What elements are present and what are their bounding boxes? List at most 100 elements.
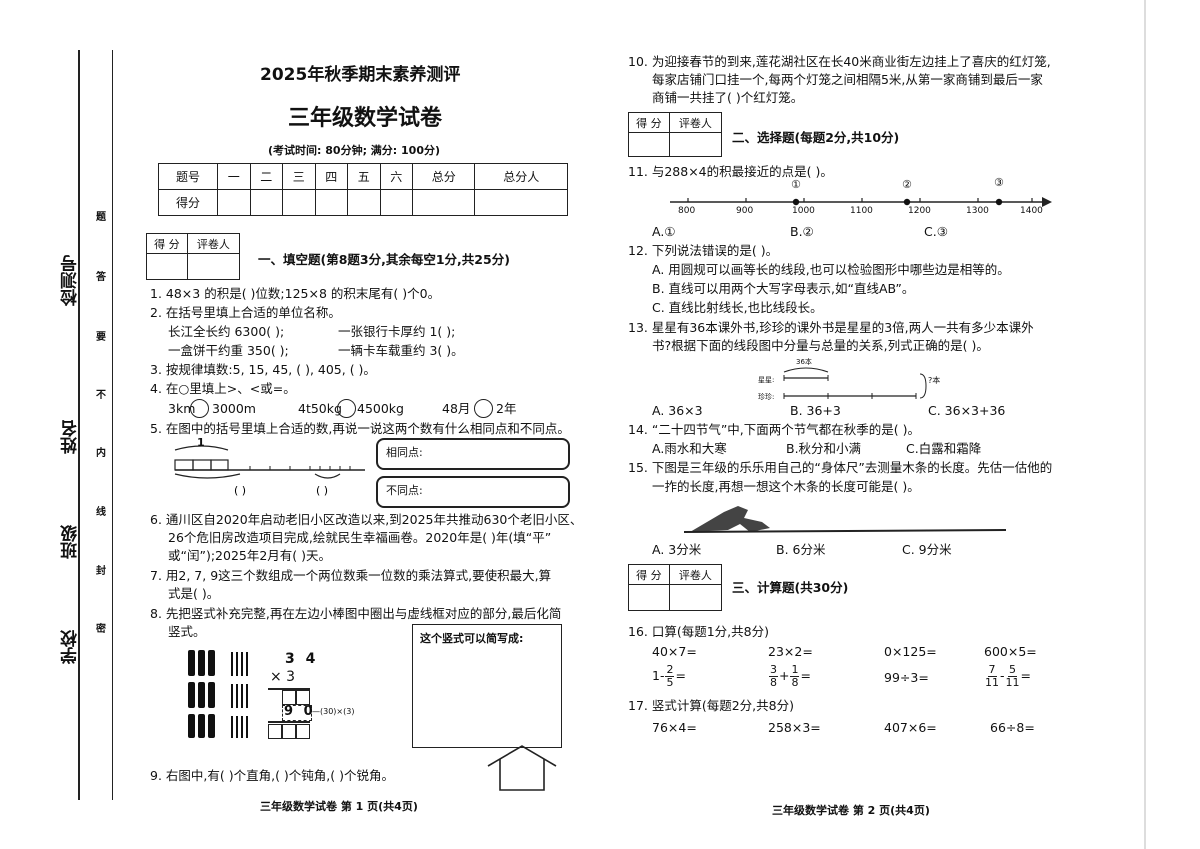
q13-option-b[interactable]: B. 36+3 xyxy=(790,403,841,418)
right-edge-shadow xyxy=(1144,0,1146,849)
q8-multiplier: × 3 xyxy=(270,669,296,685)
q11-option-b[interactable]: B.② xyxy=(790,224,814,239)
score-cell[interactable] xyxy=(314,189,348,216)
q8-answer-box[interactable] xyxy=(296,724,310,739)
page2-footer: 三年级数学试卷 第 2 页(共4页) xyxy=(772,804,930,817)
grader-score-cell[interactable] xyxy=(628,584,670,611)
oral-calc[interactable]: 23×2= xyxy=(768,644,813,659)
q11-option-a[interactable]: A.① xyxy=(652,224,676,239)
q15-option-c[interactable]: C. 9分米 xyxy=(902,542,952,557)
question-2c: 一盒饼干约重 350( ); xyxy=(168,343,289,358)
compare-circle[interactable] xyxy=(337,399,356,418)
seal-char: 答 xyxy=(96,272,106,283)
compare-c-right: 2年 xyxy=(496,401,517,416)
score-cell[interactable] xyxy=(379,189,413,216)
question-2a: 长江全长约 6300( ); xyxy=(168,324,285,339)
q13-question-label: ?本 xyxy=(928,376,941,385)
point-label: ① xyxy=(791,178,801,191)
q11-option-c[interactable]: C.③ xyxy=(924,224,948,239)
question-17: 17. 竖式计算(每题2分,共8分) xyxy=(628,698,794,713)
compare-circle[interactable] xyxy=(474,399,493,418)
grader-name-cell[interactable] xyxy=(186,253,241,280)
q14-option-b[interactable]: B.秋分和小满 xyxy=(786,441,862,456)
grader-name-cell[interactable] xyxy=(668,584,723,611)
q5-diff-box[interactable] xyxy=(376,476,570,508)
tick-label: 1200 xyxy=(908,206,931,216)
compare-circle[interactable] xyxy=(190,399,209,418)
q14-option-a[interactable]: A.雨水和大寒 xyxy=(652,441,727,456)
q14-option-c[interactable]: C.白露和霜降 xyxy=(906,441,982,456)
q13-option-c[interactable]: C. 36×3+36 xyxy=(928,403,1006,418)
q5-segment-diagram: ( ) ( ) xyxy=(174,445,365,496)
q8-dashed-box xyxy=(282,705,312,721)
hand-measuring-stick xyxy=(683,506,1007,533)
binding-blank-1 xyxy=(78,140,80,240)
grader-score-cell[interactable] xyxy=(628,132,670,157)
grader-box-2: 得 分评卷人 xyxy=(628,112,723,157)
q8-answer-box[interactable] xyxy=(296,690,310,705)
q8-answer-box[interactable] xyxy=(268,724,282,739)
section3-title: 三、计算题(共30分) xyxy=(732,580,849,595)
score-cell[interactable] xyxy=(249,189,283,216)
q8-simplify-box[interactable] xyxy=(412,624,562,748)
vertical-calc[interactable]: 66÷8= xyxy=(990,720,1035,735)
q12-option-b[interactable]: B. 直线可以用两个大写字母表示,如“直线AB”。 xyxy=(652,281,915,296)
q13-option-a[interactable]: A. 36×3 xyxy=(652,403,703,418)
question-8-line2: 竖式。 xyxy=(168,624,206,639)
score-cell[interactable] xyxy=(411,189,476,216)
q5-diff-label: 不同点: xyxy=(386,484,423,497)
grader-box-3: 得 分评卷人 xyxy=(628,564,723,611)
score-cell[interactable] xyxy=(474,189,568,216)
q13-zhen-label: 珍珍: xyxy=(758,393,775,401)
question-10-line1: 10. 为迎接春节的到来,莲花湖社区在长40米商业街左边挂上了喜庆的红灯笼, xyxy=(628,54,1051,69)
grader-score-label: 得 分 xyxy=(628,564,670,585)
q8-note: —(30)×(3) xyxy=(312,707,355,716)
label-class: 班级 xyxy=(61,525,81,559)
question-8-line1: 8. 先把竖式补充完整,再在左边小棒图中圈出与虚线框对应的部分,最后化简 xyxy=(150,606,562,621)
q8-answer-box[interactable] xyxy=(282,724,296,739)
score-cell[interactable] xyxy=(282,189,316,216)
grader-name-cell[interactable] xyxy=(668,132,723,157)
q8-middle-number: 9 0 xyxy=(284,704,316,719)
question-12: 12. 下列说法错误的是( )。 xyxy=(628,243,779,258)
q15-option-b[interactable]: B. 6分米 xyxy=(776,542,826,557)
q5-same-box[interactable] xyxy=(376,438,570,470)
score-cell[interactable] xyxy=(217,189,251,216)
oral-calc[interactable]: 99÷3= xyxy=(884,670,929,685)
grader-score-cell[interactable] xyxy=(146,253,188,280)
oral-calc[interactable]: 40×7= xyxy=(652,644,697,659)
question-2b: 一张银行卡厚约 1( ); xyxy=(338,324,456,339)
q5-same-label: 相同点: xyxy=(386,446,423,459)
question-7-line1: 7. 用2, 7, 9这三个数组成一个两位数乘一位数的乘法算式,要使积最大,算 xyxy=(150,568,552,583)
score-cell[interactable] xyxy=(347,189,381,216)
binding-line xyxy=(78,50,80,800)
q12-option-a[interactable]: A. 用圆规可以画等长的线段,也可以检验图形中哪些边是相等的。 xyxy=(652,262,1010,277)
score-header: 四 xyxy=(314,163,348,190)
vertical-calc[interactable]: 76×4= xyxy=(652,720,697,735)
question-13-line1: 13. 星星有36本课外书,珍珍的课外书是星星的3倍,两人一共有多少本课外 xyxy=(628,320,1034,335)
compare-a-right: 3000m xyxy=(212,401,256,416)
vertical-calc[interactable]: 407×6= xyxy=(884,720,937,735)
binding-line-dashed xyxy=(112,50,113,800)
q12-option-c[interactable]: C. 直线比射线长,也比线段长。 xyxy=(652,300,823,315)
oral-calc[interactable]: 600×5= xyxy=(984,644,1037,659)
question-9: 9. 右图中,有( )个直角,( )个钝角,( )个锐角。 xyxy=(150,768,395,783)
question-2d: 一辆卡车载重约 3( )。 xyxy=(338,343,464,358)
tick-label: 1000 xyxy=(792,206,815,216)
seal-char: 不 xyxy=(96,390,106,401)
q8-answer-box[interactable] xyxy=(282,690,296,705)
oral-calc[interactable]: 0×125= xyxy=(884,644,937,659)
label-name: 姓名 xyxy=(61,420,81,454)
label-check-number: 检测号 xyxy=(61,255,81,306)
grader-score-label: 得 分 xyxy=(628,112,670,133)
q15-option-a[interactable]: A. 3分米 xyxy=(652,542,702,557)
q13-star-label: 星星: xyxy=(758,376,775,384)
score-header: 三 xyxy=(282,163,316,190)
vertical-calc[interactable]: 258×3= xyxy=(768,720,821,735)
score-header: 二 xyxy=(249,163,283,190)
question-4: 4. 在○里填上>、<或=。 xyxy=(150,381,296,396)
score-table: 题号 一 二 三 四 五 六 总分 总分人 得分 xyxy=(158,163,568,216)
